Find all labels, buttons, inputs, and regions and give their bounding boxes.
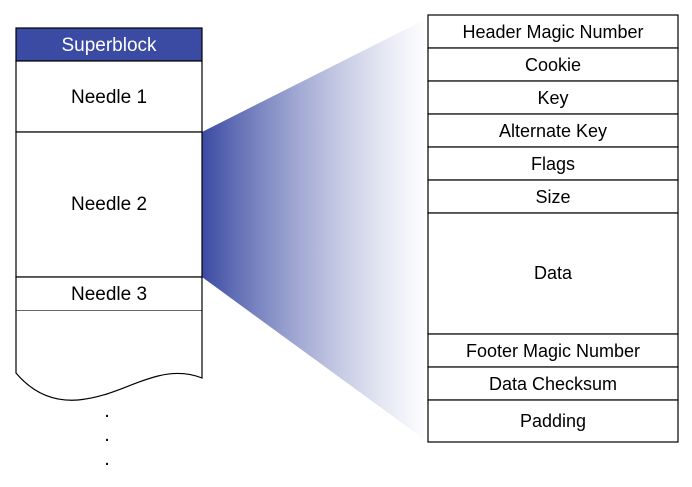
field-cookie-box	[427, 47, 679, 82]
field-cookie-label: Cookie	[525, 55, 581, 75]
continuation-dot-3: .	[104, 448, 110, 470]
field-alternate-key-box	[427, 113, 679, 148]
needle-3-label: Needle 3	[71, 284, 147, 305]
field-header-magic-number-label: Header Magic Number	[462, 22, 643, 42]
superblock-box	[15, 27, 203, 62]
needle-structure-column: Header Magic Number Cookie Key Alternate…	[427, 14, 679, 443]
continuation-dot-1: .	[104, 400, 110, 422]
field-flags-label: Flags	[531, 154, 575, 174]
field-footer-magic-number-box	[427, 333, 679, 368]
field-data-checksum-label: Data Checksum	[489, 374, 617, 394]
field-data-box	[427, 212, 679, 335]
expansion-fan	[202, 18, 428, 442]
needle-1-label: Needle 1	[71, 87, 147, 108]
field-data-label: Data	[534, 263, 573, 283]
needle-3-box	[15, 276, 203, 312]
needle-1-box	[15, 60, 203, 133]
field-alternate-key-label: Alternate Key	[499, 121, 607, 141]
continuation-dot-2: .	[104, 424, 110, 446]
volume-continuation-tail	[15, 311, 203, 401]
needle-2-label: Needle 2	[71, 194, 147, 215]
needle-2-box	[15, 131, 203, 278]
volume-column: Superblock Needle 1 Needle 2 Needle 3 . …	[15, 27, 203, 470]
superblock-label: Superblock	[61, 35, 157, 56]
field-key-label: Key	[537, 88, 568, 108]
field-padding-box	[427, 399, 679, 443]
field-padding-label: Padding	[520, 411, 586, 431]
field-footer-magic-number-label: Footer Magic Number	[466, 341, 640, 361]
field-size-label: Size	[535, 187, 570, 207]
field-size-box	[427, 179, 679, 214]
